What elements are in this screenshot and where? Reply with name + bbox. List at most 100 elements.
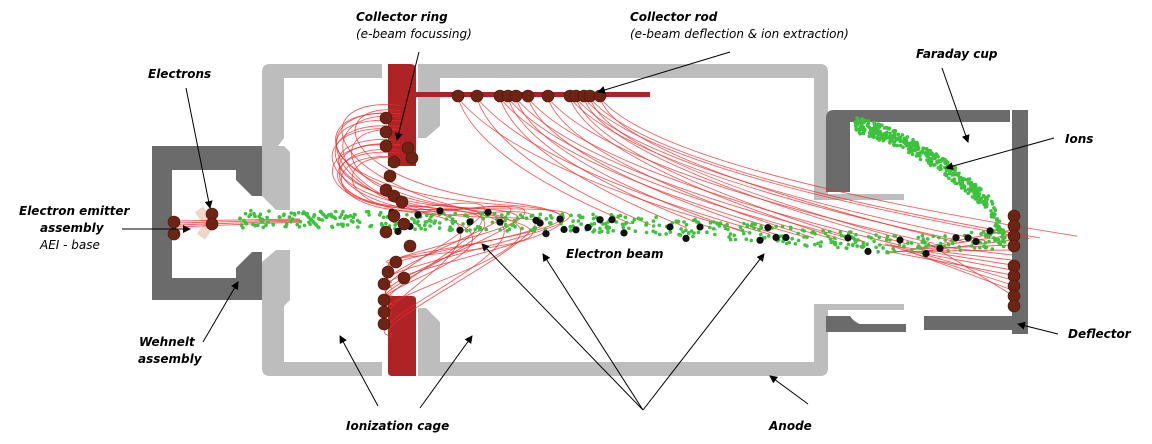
ion-particle bbox=[453, 211, 458, 216]
ion-particle bbox=[334, 209, 338, 214]
label-emitter-line2: assembly bbox=[40, 221, 105, 235]
ion-particle bbox=[512, 218, 517, 223]
ion-particle bbox=[896, 132, 901, 137]
ion-particle bbox=[811, 230, 815, 234]
label-electrons: Electrons bbox=[148, 67, 211, 81]
ion-particle bbox=[866, 235, 871, 239]
ion-particle bbox=[936, 166, 941, 170]
ion-particle bbox=[880, 123, 884, 127]
ion-particle bbox=[444, 217, 449, 221]
electron-trajectory bbox=[569, 97, 845, 241]
ion-particle bbox=[975, 187, 980, 191]
ion-particle bbox=[238, 216, 242, 220]
ion-particle bbox=[293, 213, 297, 217]
ion-particle bbox=[973, 182, 978, 187]
ion-particle bbox=[308, 222, 312, 227]
anode bbox=[262, 64, 904, 376]
ion-particle bbox=[726, 227, 730, 231]
ion-particle bbox=[351, 215, 356, 220]
ion-particle bbox=[289, 211, 294, 215]
ion-particle bbox=[943, 234, 947, 238]
ion-particle bbox=[884, 238, 889, 242]
ion-particle bbox=[796, 238, 801, 243]
electron-trajectory bbox=[335, 119, 564, 289]
ion-particle bbox=[532, 226, 537, 230]
ion-particle bbox=[965, 178, 970, 182]
ion-particle bbox=[509, 223, 514, 227]
ion-particle bbox=[500, 213, 504, 217]
ion-particle bbox=[664, 232, 668, 236]
ion-particle bbox=[450, 219, 455, 224]
ion-particle bbox=[676, 219, 680, 224]
ion-particle bbox=[253, 223, 257, 228]
ion-particle bbox=[606, 230, 610, 234]
ion-particle bbox=[856, 238, 860, 242]
beam-electron bbox=[572, 226, 580, 234]
ion-particle bbox=[895, 143, 899, 148]
ion-particle bbox=[728, 232, 733, 236]
ion-particle bbox=[905, 135, 910, 139]
ion-particle bbox=[863, 127, 867, 132]
ion-particle bbox=[967, 181, 971, 185]
ion-particle bbox=[981, 230, 986, 234]
electron-trajectory bbox=[499, 97, 807, 238]
arrow-deflector bbox=[1017, 321, 1059, 335]
electron-trajectory bbox=[922, 250, 1013, 266]
ion-particle bbox=[891, 247, 895, 251]
ion-particle bbox=[855, 120, 860, 125]
beam-electron bbox=[986, 227, 994, 235]
ion-particle bbox=[885, 250, 889, 254]
ion-particle bbox=[423, 227, 428, 232]
ion-particle bbox=[879, 131, 883, 135]
electron-trajectory bbox=[919, 252, 1013, 271]
electron-particle bbox=[509, 89, 523, 103]
arrow-collector-rod bbox=[597, 51, 731, 94]
ion-particle bbox=[981, 194, 986, 199]
ion-particle bbox=[912, 140, 917, 144]
ion-particle bbox=[983, 241, 988, 245]
ion-particle bbox=[651, 224, 656, 228]
ion-particle bbox=[816, 241, 820, 246]
arrow-wehnelt bbox=[202, 281, 239, 343]
ion-particle bbox=[826, 234, 830, 239]
ion-particle bbox=[603, 221, 608, 226]
ion-particle bbox=[644, 223, 649, 227]
beam-electron bbox=[666, 223, 674, 231]
ion-particle bbox=[627, 226, 631, 231]
ion-particle bbox=[944, 172, 948, 177]
ion-particle bbox=[657, 232, 662, 237]
ion-particle bbox=[979, 200, 983, 204]
electron-trajectory bbox=[507, 97, 838, 241]
ion-particle bbox=[875, 136, 880, 141]
ion-particle bbox=[990, 247, 995, 251]
ion-particle bbox=[691, 234, 695, 239]
ion-particle bbox=[678, 233, 683, 237]
ion-particle bbox=[989, 214, 994, 219]
ion-particle bbox=[916, 144, 920, 148]
ion-particle bbox=[969, 230, 974, 235]
beam-electron bbox=[466, 218, 474, 226]
ion-particle bbox=[305, 211, 309, 216]
ion-particle bbox=[970, 195, 975, 199]
ion-particle bbox=[838, 241, 843, 246]
ion-particle bbox=[438, 221, 442, 225]
ion-particle bbox=[623, 215, 628, 219]
ion-particle bbox=[448, 225, 453, 229]
beam-electron bbox=[682, 234, 690, 242]
ion-particle bbox=[958, 177, 962, 182]
anode-left-aperture-upper bbox=[262, 146, 290, 210]
ion-particle bbox=[849, 230, 853, 234]
ion-particle bbox=[611, 228, 615, 233]
ion-particle bbox=[892, 131, 897, 136]
label-ionization-cage: Ionization cage bbox=[346, 419, 449, 433]
ion-particle bbox=[465, 214, 470, 219]
electron-trajectory bbox=[599, 97, 1078, 237]
label-faraday-cup: Faraday cup bbox=[916, 47, 998, 61]
ion-particle bbox=[395, 221, 399, 225]
label-electron-beam: Electron beam bbox=[566, 247, 664, 261]
ion-particle bbox=[367, 213, 371, 217]
ion-particle bbox=[506, 211, 510, 216]
ion-particle bbox=[984, 232, 988, 237]
ion-particle bbox=[869, 236, 874, 240]
electron-particle bbox=[395, 195, 409, 209]
